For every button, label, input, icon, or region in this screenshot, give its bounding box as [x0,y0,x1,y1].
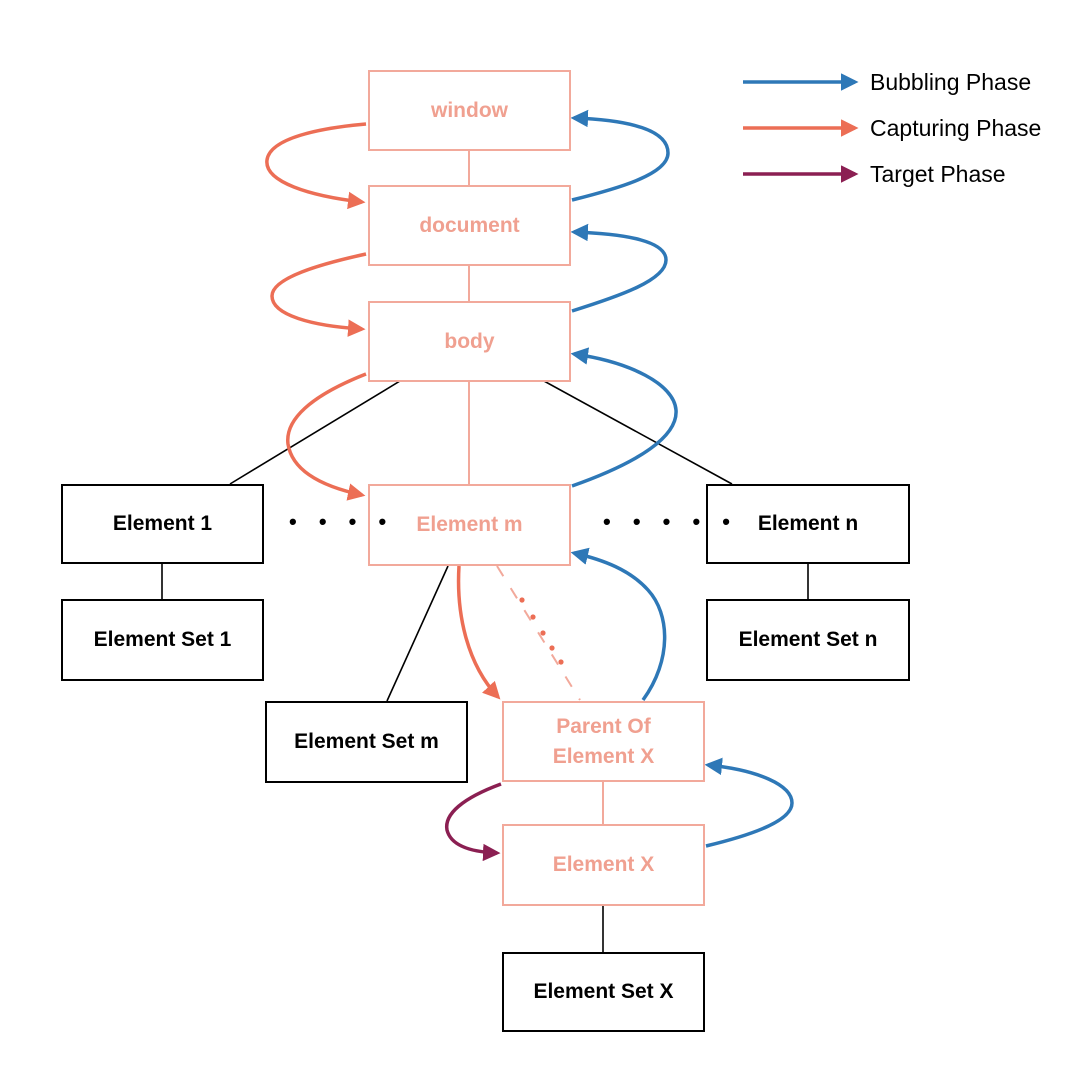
legend-label-bubbling: Bubbling Phase [870,69,1032,95]
node-element-x: Element X [502,824,705,906]
node-parent-of-element-x-line2: Element X [552,744,655,768]
node-element-n: Element n [706,484,910,564]
edge-element-m-set-m [386,565,449,702]
capturing-arrow-window-document [265,122,367,210]
ellipsis-right: • • • • • [603,509,738,534]
ellipsis-dots-vertical [519,597,564,665]
target-arrow-parent-element-x [445,782,502,862]
legend-label-target: Target Phase [870,161,1006,187]
node-body: body [368,301,571,382]
bubbling-arrow-element-x-parent [704,757,794,848]
node-element-set-n: Element Set n [706,599,910,681]
node-parent-of-element-x-line1: Parent Of [556,714,651,738]
capturing-arrow-document-body [270,252,367,337]
bubbling-arrow-document-window [570,109,670,202]
node-element-1: Element 1 [61,484,264,564]
node-document: document [368,185,571,266]
node-window: window [368,70,571,151]
edge-body-element-n [543,380,733,485]
ellipsis-left: • • • • [289,509,395,534]
bubbling-arrow-parent-element-m [570,547,667,702]
edge-body-element-1 [229,380,401,485]
node-element-set-1: Element Set 1 [61,599,264,681]
bubbling-arrow-element-m-body [570,347,678,488]
edge-element-m-parent-dashed [496,565,581,701]
node-element-set-m: Element Set m [265,701,468,783]
bubbling-arrow-body-document [570,223,668,313]
legend-label-capturing: Capturing Phase [870,115,1042,141]
capturing-arrow-body-element-m [286,372,367,501]
capturing-arrow-element-m-parent [456,565,501,700]
node-parent-of-element-x: Parent Of Element X [502,701,705,782]
node-element-set-x: Element Set X [502,952,705,1032]
node-element-m: Element m [368,484,571,566]
